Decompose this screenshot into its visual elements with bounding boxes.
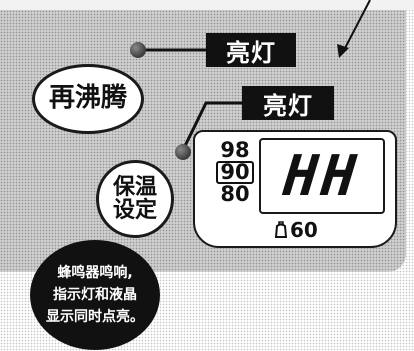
keep-warm-setting-button[interactable]: 保温 设定 — [96, 160, 174, 238]
notice-line-2: 指示灯和液晶 — [53, 287, 137, 303]
lcd-readout: HH — [280, 143, 364, 209]
arrow-head-icon — [337, 44, 349, 58]
display-panel: 98 90 80 HH 60 — [193, 130, 397, 248]
temperature-options: 98 90 80 — [215, 140, 255, 205]
top-strip — [0, 0, 414, 10]
temperature-option-90-selected: 90 — [216, 161, 254, 184]
timer-value: 60 — [290, 218, 318, 242]
notice-callout: 蜂鸣器鸣响, 指示灯和液晶 显示同时点亮。 — [30, 240, 160, 350]
temperature-option-80: 80 — [220, 182, 250, 206]
kettle-icon — [274, 221, 288, 238]
reboil-button-label: 再沸腾 — [48, 83, 127, 114]
keep-warm-button-label-line2: 设定 — [112, 198, 157, 223]
reboil-indicator-led — [130, 42, 146, 58]
keep-warm-indicator-led — [175, 144, 191, 160]
arrow-pointer — [342, 0, 371, 53]
lcd-screen: HH — [259, 138, 385, 214]
leader-line-keepwarm — [182, 101, 244, 149]
timer-readout: 60 — [273, 218, 318, 242]
temperature-option-98: 98 — [220, 138, 250, 162]
reboil-button[interactable]: 再沸腾 — [32, 64, 144, 134]
notice-line-3: 显示同时点亮。 — [46, 309, 144, 325]
keep-warm-led-label: 亮灯 — [242, 86, 334, 120]
keep-warm-button-label-line1: 保温 — [112, 174, 157, 200]
reboil-led-label: 亮灯 — [206, 33, 296, 67]
notice-line-1: 蜂鸣器鸣响, — [57, 265, 133, 281]
